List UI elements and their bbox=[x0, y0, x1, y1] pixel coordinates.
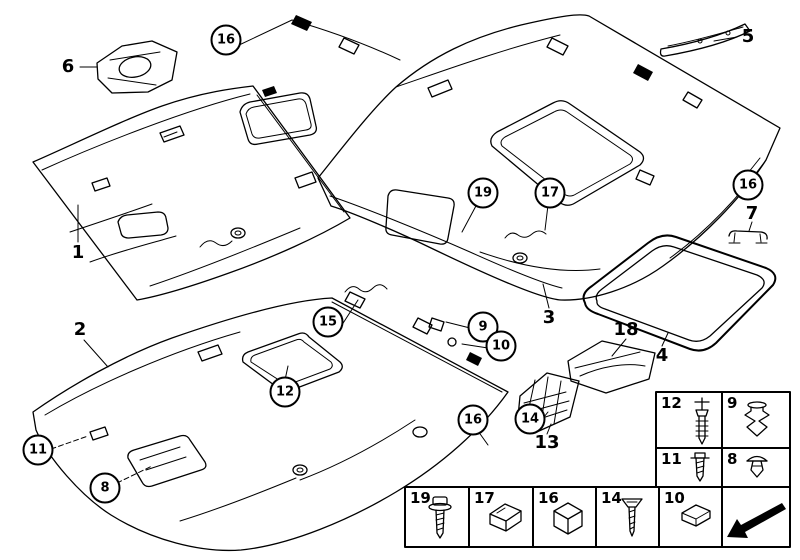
callout-16-bottom[interactable]: 16 bbox=[457, 404, 489, 436]
headliner-panel-3 bbox=[291, 15, 780, 300]
foam-block-icon bbox=[554, 503, 582, 534]
bracket-part-6 bbox=[97, 41, 177, 93]
callout-14[interactable]: 14 bbox=[514, 403, 546, 435]
screw-with-washer-icon bbox=[429, 497, 451, 538]
callout-16-top[interactable]: 16 bbox=[210, 24, 242, 56]
callout-15[interactable]: 15 bbox=[312, 306, 344, 338]
callout-2[interactable]: 2 bbox=[73, 319, 87, 340]
callout-6[interactable]: 6 bbox=[61, 56, 75, 77]
sunroof-seal-part-4 bbox=[584, 235, 776, 350]
legend-cell-number-17[interactable]: 17 bbox=[474, 489, 495, 507]
callout-4[interactable]: 4 bbox=[655, 345, 669, 366]
callout-11[interactable]: 11 bbox=[22, 434, 54, 466]
bracket-part-7 bbox=[729, 231, 767, 243]
callout-16-right[interactable]: 16 bbox=[732, 169, 764, 201]
callout-7[interactable]: 7 bbox=[745, 203, 759, 224]
headliner-panel-1 bbox=[33, 86, 350, 300]
callout-18[interactable]: 18 bbox=[613, 319, 639, 340]
headliner-panel-2 bbox=[33, 285, 508, 551]
legend-cell-number-14[interactable]: 14 bbox=[601, 489, 622, 507]
legend-cell-number-11[interactable]: 11 bbox=[661, 450, 682, 468]
spring-clip-icon bbox=[682, 505, 710, 526]
callout-19[interactable]: 19 bbox=[467, 177, 499, 209]
legend-cell-number-16[interactable]: 16 bbox=[538, 489, 559, 507]
countersunk-screw-icon bbox=[622, 499, 642, 536]
trim-clip-icon bbox=[745, 402, 769, 436]
legend-cell-number-12[interactable]: 12 bbox=[661, 394, 682, 412]
callout-3[interactable]: 3 bbox=[542, 307, 556, 328]
leader-lines bbox=[51, 20, 760, 483]
legend-cell-number-9[interactable]: 9 bbox=[727, 394, 738, 412]
callout-8[interactable]: 8 bbox=[89, 472, 121, 504]
trim-part-18 bbox=[568, 341, 655, 393]
expanding-rivet-icon bbox=[695, 398, 709, 444]
front-direction-arrow-icon bbox=[727, 503, 786, 538]
callout-5[interactable]: 5 bbox=[741, 26, 755, 47]
callout-10[interactable]: 10 bbox=[485, 330, 517, 362]
metal-clamp-icon bbox=[490, 504, 521, 531]
callout-1[interactable]: 1 bbox=[71, 242, 85, 263]
callout-12[interactable]: 12 bbox=[269, 376, 301, 408]
trim-strip-part-5 bbox=[661, 24, 751, 56]
push-rivet-icon bbox=[747, 457, 767, 478]
legend-grid bbox=[405, 392, 790, 547]
callout-13[interactable]: 13 bbox=[534, 432, 560, 453]
legend-cell-number-10[interactable]: 10 bbox=[664, 489, 685, 507]
legend-cell-number-19[interactable]: 19 bbox=[410, 489, 431, 507]
self-tapping-screw-icon bbox=[691, 453, 709, 481]
legend-cell-number-8[interactable]: 8 bbox=[727, 450, 738, 468]
callout-17[interactable]: 17 bbox=[534, 177, 566, 209]
